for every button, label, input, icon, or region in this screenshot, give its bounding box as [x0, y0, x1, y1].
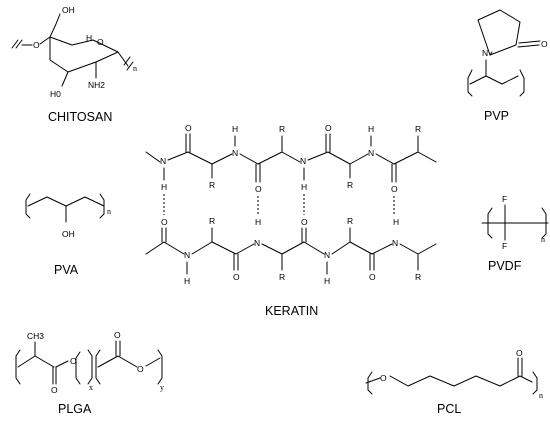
pvdf-f-bottom: F: [502, 241, 507, 251]
pva-oh: OH: [62, 229, 75, 239]
pvdf-label: PVDF: [488, 259, 522, 273]
keratin-bottom-h-n1: H: [184, 276, 190, 286]
keratin-bottom-o4: O: [369, 272, 376, 282]
pva-structure: OH n PVA: [25, 193, 111, 277]
keratin-bottom-n2: N: [254, 238, 260, 248]
keratin-top-o3: O: [255, 184, 262, 194]
keratin-top-r3: R: [209, 180, 215, 190]
chitosan-o-left: O: [33, 40, 40, 50]
plga-label: PLGA: [58, 402, 92, 416]
keratin-top-n1: N: [160, 156, 166, 166]
pcl-label: PCL: [437, 402, 461, 416]
keratin-top-n3: N: [300, 156, 306, 166]
keratin-bottom-h-n4: H: [393, 217, 399, 227]
keratin-bottom-h-n3: H: [324, 276, 330, 286]
chitosan-oh-top: OH: [62, 5, 75, 15]
pvdf-structure: F F n PVDF: [481, 194, 549, 273]
chitosan-ho: H0: [50, 89, 61, 99]
plga-o3: O: [114, 330, 121, 340]
pcl-repeat-n: n: [539, 391, 543, 400]
keratin-top-h1: H: [232, 124, 238, 134]
keratin-bottom-n3: N: [324, 250, 330, 260]
plga-o1: O: [51, 385, 58, 395]
keratin-top-r1: R: [279, 124, 285, 134]
pcl-structure: O O n PCL: [365, 348, 543, 416]
chitosan-nh2: NH2: [88, 80, 105, 90]
pva-label: PVA: [54, 263, 79, 277]
keratin-top-o2: O: [325, 123, 332, 133]
pvp-structure: N O PVP: [467, 9, 548, 123]
keratin-bottom-n1: N: [184, 250, 190, 260]
chitosan-repeat-n: n: [133, 64, 137, 73]
keratin-bottom-h-n2: H: [255, 217, 261, 227]
keratin-bottom-o1: O: [161, 217, 168, 227]
keratin-bottom-o2: O: [301, 217, 308, 227]
keratin-top-o1: O: [185, 123, 192, 133]
keratin-top-r2: R: [415, 124, 421, 134]
pva-repeat-n: n: [107, 207, 111, 216]
keratin-top-o4: O: [391, 184, 398, 194]
keratin-label: KERATIN: [265, 304, 318, 318]
keratin-bottom-n4: N: [392, 238, 398, 248]
keratin-bottom-r2: R: [347, 216, 353, 226]
plga-o2: O: [70, 356, 77, 366]
pvp-n: N: [482, 48, 488, 58]
chitosan-h: H: [86, 33, 92, 43]
plga-repeat-x: x: [89, 383, 93, 392]
keratin-top-h2: H: [368, 124, 374, 134]
plga-structure: CH3 O O x O O y PLGA: [15, 330, 164, 416]
pcl-o-chain: O: [380, 373, 387, 383]
keratin-top-n2: N: [232, 148, 238, 158]
keratin-structure: N O R N H O R N O R N H O R H: [145, 123, 437, 318]
chitosan-o-ring: O: [97, 37, 104, 47]
chitosan-structure: O OH H O H0 NH2 n CHITOSAN: [11, 5, 137, 124]
keratin-top-h-n3: H: [301, 182, 307, 192]
chitosan-label: CHITOSAN: [48, 110, 112, 124]
keratin-bottom-r1: R: [209, 216, 215, 226]
pvdf-repeat-n: n: [541, 235, 545, 244]
plga-o4: O: [137, 364, 144, 374]
pvdf-f-top: F: [502, 194, 507, 204]
keratin-top-r4: R: [347, 180, 353, 190]
keratin-top-n4: N: [368, 148, 374, 158]
plga-repeat-y: y: [160, 383, 164, 392]
keratin-bottom-r4: R: [415, 272, 421, 282]
keratin-top-h-n1: H: [161, 182, 167, 192]
plga-ch3: CH3: [27, 331, 44, 341]
keratin-bottom-o3: O: [233, 272, 240, 282]
keratin-bottom-r3: R: [279, 272, 285, 282]
pcl-o-carbonyl: O: [516, 348, 523, 358]
pvp-label: PVP: [484, 109, 509, 123]
pvp-o: O: [541, 39, 548, 49]
